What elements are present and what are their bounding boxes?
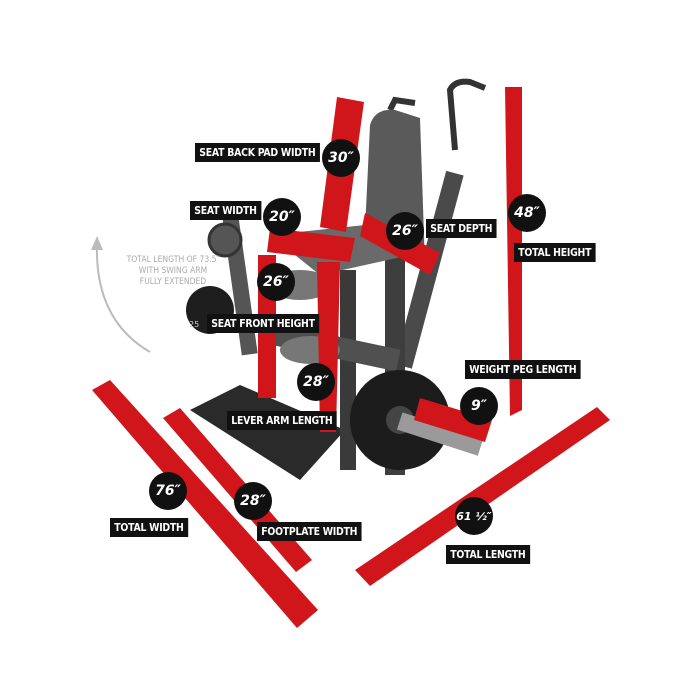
band-seat-width xyxy=(267,228,355,262)
label-total-length: TOTAL LENGTH xyxy=(446,545,530,564)
label-seat-front-height: SEAT FRONT HEIGHT xyxy=(207,314,320,333)
label-weight-peg-length: WEIGHT PEG LENGTH xyxy=(465,360,581,379)
value-weight-peg-length: 9″ xyxy=(460,387,498,425)
handle xyxy=(446,78,487,151)
label-seat-depth: SEAT DEPTH xyxy=(426,219,497,238)
value-seat-back-pad-width: 30″ xyxy=(322,139,360,177)
value-total-width: 76″ xyxy=(149,472,187,510)
arrow-head-icon xyxy=(91,236,103,250)
label-total-height: TOTAL HEIGHT xyxy=(514,243,596,262)
label-seat-width: SEAT WIDTH xyxy=(190,201,261,220)
note-line: TOTAL LENGTH OF 73.5″ xyxy=(126,255,220,265)
plate-number: 25 xyxy=(189,320,199,329)
band-total-height xyxy=(505,87,522,416)
handle xyxy=(387,96,416,112)
label-footplate-width: FOOTPLATE WIDTH xyxy=(257,522,362,541)
note-line: WITH SWING ARM xyxy=(138,266,208,276)
band-total-length xyxy=(355,407,610,586)
value-lever-arm-length: 28″ xyxy=(297,363,335,401)
swing-arc-arrow xyxy=(95,244,151,353)
band-total-width xyxy=(92,380,318,628)
cam-gear xyxy=(207,222,243,258)
swing-arm-note: TOTAL LENGTH OF 73.5″ WITH SWING ARM FUL… xyxy=(126,255,220,288)
weight-peg xyxy=(396,412,484,456)
band-lever-arm xyxy=(317,262,340,432)
label-lever-arm-length: LEVER ARM LENGTH xyxy=(227,411,337,430)
value-total-length: 61 ½″ xyxy=(455,497,493,535)
front-leg xyxy=(340,270,356,470)
label-seat-back-pad-width: SEAT BACK PAD WIDTH xyxy=(195,143,320,162)
note-line: FULLY EXTENDED xyxy=(139,277,207,287)
footplate xyxy=(190,385,345,480)
value-footplate-width: 28″ xyxy=(234,482,272,520)
value-seat-width: 20″ xyxy=(263,198,301,236)
value-seat-front-height: 26″ xyxy=(257,263,295,301)
value-seat-depth: 26″ xyxy=(386,212,424,250)
band-weight-peg xyxy=(414,398,492,442)
label-total-width: TOTAL WIDTH xyxy=(110,518,188,537)
value-total-height: 48″ xyxy=(508,194,546,232)
